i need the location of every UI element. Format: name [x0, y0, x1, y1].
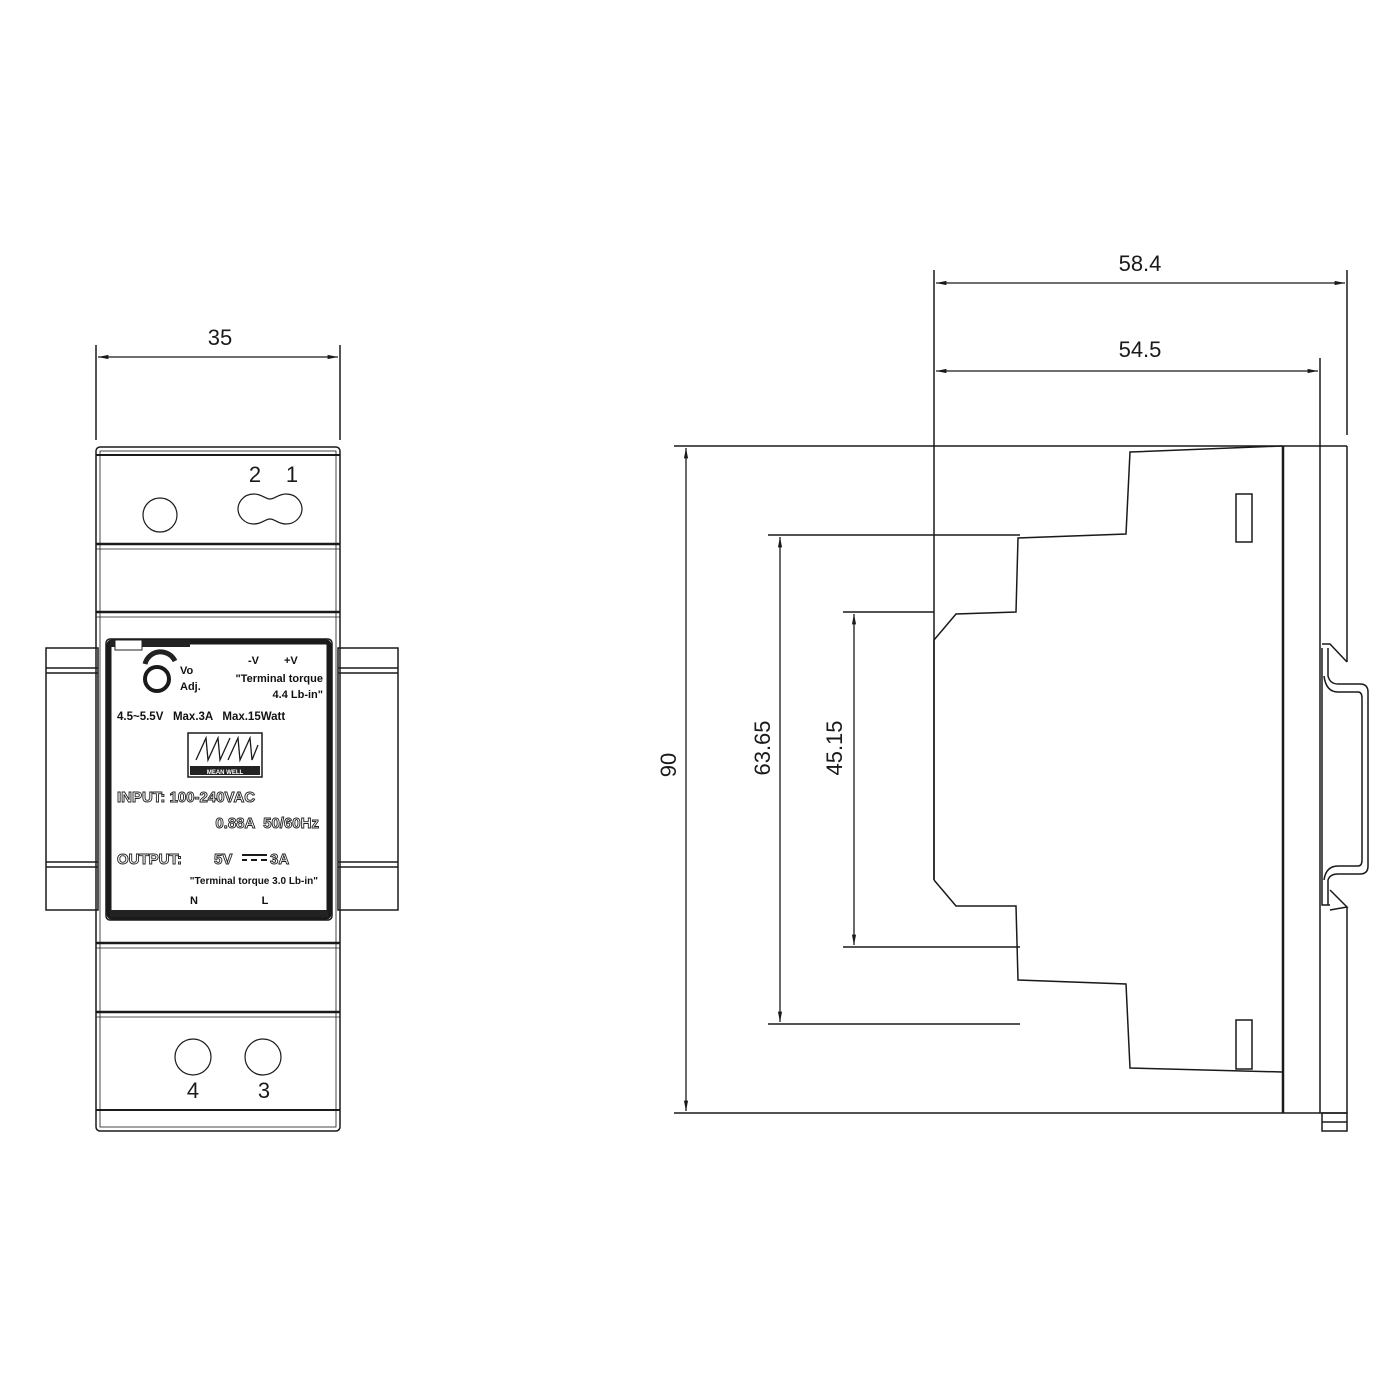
- terminal-l-label: L: [262, 895, 269, 907]
- side-profile-outline: [933, 445, 1283, 1073]
- terminal-number-3: 3: [258, 1078, 270, 1103]
- polarity-minus-label: -V: [248, 655, 260, 667]
- torque-top-line1: "Terminal torque: [235, 673, 323, 685]
- dimension-height-90: [674, 445, 1347, 1114]
- dimension-label-width: 35: [208, 325, 232, 350]
- dimension-label-54-5: 54.5: [1119, 337, 1162, 362]
- dimension-height-45-15: [843, 611, 1020, 948]
- dimension-label-90: 90: [656, 753, 681, 777]
- din-rail-clip-left: [45, 647, 99, 911]
- side-view-text: 58.4 54.5 90 63.65 45.15: [656, 251, 1161, 777]
- brand-name: MEAN WELL: [207, 770, 244, 776]
- polarity-plus-label: +V: [284, 655, 298, 667]
- side-view: [674, 270, 1369, 1132]
- output-current: 3A: [270, 851, 289, 868]
- terminal-number-4: 4: [187, 1078, 199, 1103]
- terminal-hole-dual: [237, 493, 303, 525]
- front-view-text: 35 2 1 4 3 Vo Adj. -V +V "Terminal torqu…: [117, 325, 323, 1103]
- vent-slot-bottom: [1235, 1019, 1253, 1070]
- dimension-depth-58-4: [933, 270, 1348, 625]
- front-body: [95, 446, 341, 1132]
- din-rail-profile: [1321, 643, 1369, 1132]
- front-view: [45, 345, 399, 1132]
- terminal-hole-blank: [142, 497, 178, 533]
- dimension-label-45-15: 45.15: [822, 720, 847, 775]
- vent-slot-top: [1235, 493, 1253, 543]
- vo-adjust-knob-icon: [143, 665, 171, 693]
- terminal-hole-4: [174, 1038, 212, 1076]
- dimension-label-58-4: 58.4: [1119, 251, 1162, 276]
- meanwell-logo-icon: [187, 732, 263, 778]
- dimension-label-63-65: 63.65: [750, 720, 775, 775]
- front-label-plate: [105, 638, 333, 921]
- dimension-height-63-65: [768, 534, 1020, 1025]
- output-label: OUTPUT:: [117, 851, 182, 868]
- dimension-width-35: [95, 345, 341, 440]
- terminal-number-1: 1: [286, 462, 298, 487]
- output-voltage: 5V: [214, 851, 232, 868]
- torque-bottom: "Terminal torque 3.0 Lb-in": [190, 876, 318, 887]
- dimension-depth-54-5: [936, 358, 1321, 447]
- top-terminal-holes: [142, 493, 303, 533]
- spec-line: 4.5~5.5V Max.3A Max.15Watt: [117, 711, 285, 723]
- bottom-terminal-holes: [174, 1038, 282, 1076]
- din-rail-clip-right: [337, 647, 399, 911]
- vo-label: Vo: [180, 665, 194, 677]
- adj-label: Adj.: [180, 681, 201, 693]
- terminal-hole-3: [244, 1038, 282, 1076]
- input-label: INPUT: 100-240VAC: [117, 789, 255, 806]
- torque-top-line2: 4.4 Lb-in": [273, 689, 323, 701]
- terminal-number-2: 2: [249, 462, 261, 487]
- terminal-n-label: N: [190, 895, 198, 907]
- input-line2: 0.88A 50/60Hz: [215, 815, 319, 832]
